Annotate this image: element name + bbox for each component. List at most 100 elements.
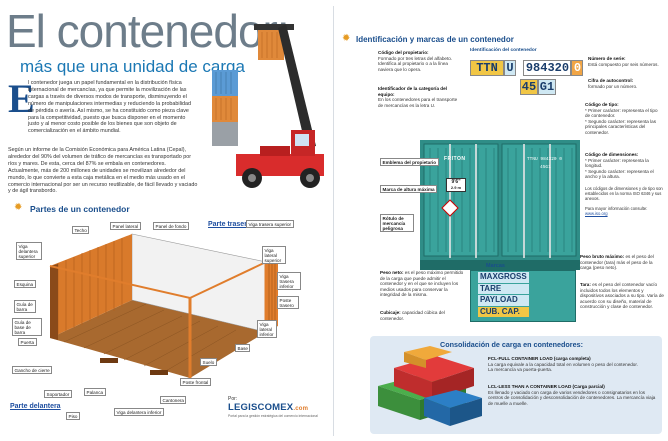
label-techo: Techo xyxy=(72,226,90,234)
check-digit-box: 0 xyxy=(571,60,584,76)
label-poste-trasero: Poste trasero xyxy=(277,296,299,309)
fcl-text-2: La mercancía va puerta-puerta. xyxy=(488,367,553,373)
fcl-text-1: La carga equivale a la capacidad total e… xyxy=(488,361,638,367)
parts-heading: Partes de un contenedor xyxy=(30,204,130,214)
dim-code-note: Código de dimensiones: * Primer carácter… xyxy=(585,152,663,180)
cubic-note: Cubicaje: capacidad cúbica del contenedo… xyxy=(380,310,468,321)
serial-title: Número de serie: xyxy=(588,56,626,61)
brand-logo: LEGISCOMEX.com xyxy=(228,402,308,413)
label-palanca: Palanca xyxy=(84,388,106,396)
size-code-box: 45 xyxy=(520,79,538,95)
type-code-text-1: * Primer carácter: representa el tipo de… xyxy=(585,107,658,119)
dim-code-title: Código de dimensiones: xyxy=(585,152,639,157)
intro-paragraph-2: Según un informe de la Comisión Económic… xyxy=(8,147,198,195)
label-viga-delantera-superior: Viga delantera superior xyxy=(16,242,42,260)
tare-title: Tara: xyxy=(580,282,591,287)
intro-paragraph-1: l contenedor juega un papel fundamental … xyxy=(28,80,192,135)
tare-text: es el peso del contenedor vacío incluido… xyxy=(580,282,664,310)
owner-code-text: Formado por tres letras del alfabeto. Id… xyxy=(378,55,453,72)
more-info-text: Para mayor información consulte: xyxy=(585,206,648,211)
check-title: Cifra de autocontrol: xyxy=(588,78,634,83)
ident-heading: Identificación y marcas de un contenedor xyxy=(356,35,514,44)
label-viga-delantera-inferior: Viga delantera inferior xyxy=(114,408,164,416)
type-code-note: Código de tipo: * Primer carácter: repre… xyxy=(585,102,663,136)
ident-box-title: Identificación del contenedor xyxy=(470,48,537,53)
emblem-label: Emblema del propietario xyxy=(380,158,439,166)
fcl-note: FCL-FULL CONTAINER LOAD (carga completa)… xyxy=(488,356,660,373)
payload-mark: PAYLOAD xyxy=(478,295,529,306)
brand-tagline: Portal para la gestión estratégica del c… xyxy=(228,414,318,418)
label-piso: Piso xyxy=(66,412,80,420)
gross-text: es el peso del contenedor (tara) más el … xyxy=(580,254,654,271)
brand-by: Por: xyxy=(228,396,238,402)
marks-list: MAXGROSS TARE PAYLOAD CUB. CAP. xyxy=(478,272,529,317)
reach-stacker-illustration xyxy=(212,24,324,188)
cubcap-mark: CUB. CAP. xyxy=(478,306,529,317)
lcl-note: LCL-LESS THAN A CONTAINER LOAD (Carga pa… xyxy=(488,384,660,406)
height-mark-box: 9'6" 2.9 m xyxy=(446,178,466,192)
serial-code-box: 984320 xyxy=(523,60,572,76)
label-guia-base-barra: Guía de base de barra xyxy=(12,318,42,336)
label-panel-lateral: Panel lateral xyxy=(110,222,141,230)
owner-code-note: Código del propietario: Formado por tres… xyxy=(378,50,462,72)
iso-note: Los códigos de dimensiones y de tipo son… xyxy=(585,186,663,216)
net-title: Peso neto: xyxy=(380,270,404,275)
intro-dropcap: E xyxy=(8,76,35,121)
height-mark-label: Marca de altura máxima xyxy=(380,185,438,193)
label-cantonera: Cantonera xyxy=(160,396,187,404)
serial-note: Número de serie: Está compuesto por seis… xyxy=(588,56,662,67)
label-poste-frontal: Poste frontal xyxy=(180,378,211,386)
label-suelo: Suelo xyxy=(200,358,217,366)
iso-note-text: Los códigos de dimensiones y de tipo son… xyxy=(585,186,663,201)
stacked-containers-illustration xyxy=(378,346,482,426)
label-soportador: Soportador xyxy=(44,390,72,398)
dim-code-text-2: * Segundo carácter: representa el ancho … xyxy=(585,168,654,180)
category-note: Identificador de la categoría del equipo… xyxy=(378,86,462,108)
height-metric: 2.9 m xyxy=(450,185,462,190)
category-title: Identificador de la categoría del equipo… xyxy=(378,86,447,97)
label-viga-lateral-inferior: Viga lateral inferior xyxy=(257,320,277,338)
label-puerta: Puerta xyxy=(18,338,37,346)
lcl-title: LCL-LESS THAN A CONTAINER LOAD (Carga pa… xyxy=(488,384,605,389)
serial-text: Está compuesto por seis números. xyxy=(588,61,659,67)
owner-code-title: Código del propietario: xyxy=(378,50,429,55)
tare-note: Tara: es el peso del contenedor vacío in… xyxy=(580,282,664,310)
gross-mark: MAXGROSS xyxy=(478,272,529,283)
category-text: En los contenedores para el transporte d… xyxy=(378,97,458,108)
type-code-title: Código de tipo: xyxy=(585,102,619,107)
net-weight-note: Peso neto: es el peso máximo permitido d… xyxy=(380,270,468,298)
star-icon-ident: ✹ xyxy=(342,33,351,44)
hazmat-label: Rótulo de mercancía peligrosa xyxy=(380,214,414,232)
lcl-text: Es llenado y vaciado con carga de varios… xyxy=(488,389,656,406)
star-icon: ✹ xyxy=(14,202,23,213)
label-esquina: Esquina xyxy=(14,280,36,288)
front-view-label: Parte delantera xyxy=(10,403,61,410)
brand-name: LEGISCOMEX xyxy=(228,402,294,413)
gross-weight-note: Peso bruto máximo: es el peso del conten… xyxy=(580,254,664,271)
check-note: Cifra de autocontrol: formado por un núm… xyxy=(588,78,662,89)
gross-title: Peso bruto máximo: xyxy=(580,254,625,259)
page-divider xyxy=(333,6,334,436)
dim-code-text-1: * Primer carácter: representa la longitu… xyxy=(585,157,649,169)
marks-title: Marcas xyxy=(486,263,505,269)
label-guia-barra: Guía de barra xyxy=(14,300,36,313)
label-base: Base xyxy=(235,344,251,352)
type-code-text-2: * Segundo carácter: representa las princ… xyxy=(585,118,656,135)
fcl-title: FCL-FULL CONTAINER LOAD (carga completa) xyxy=(488,356,591,361)
door-type-code: 45G1 xyxy=(540,165,551,170)
label-panel-fondo: Panel de fondo xyxy=(153,222,189,230)
label-viga-lateral-superior: Viga lateral superior xyxy=(262,246,286,264)
type-code-box: G1 xyxy=(538,79,556,95)
net-text: es el peso máximo permitido de la carga … xyxy=(380,270,464,298)
container-door-illustration xyxy=(420,140,580,270)
consolidation-heading: Consolidación de carga en contenedores: xyxy=(440,340,583,349)
check-text: formado por un número. xyxy=(588,83,638,89)
owner-code-box: TTN xyxy=(470,60,504,76)
iso-link[interactable]: www.iso.org xyxy=(585,211,608,216)
door-code: TTNU 984320 0 xyxy=(526,157,562,162)
cub-text: capacidad cúbica del contenedor. xyxy=(380,310,445,321)
box-brand-emblem: FRITON xyxy=(444,156,466,162)
cub-title: Cubicaje: xyxy=(380,310,401,315)
